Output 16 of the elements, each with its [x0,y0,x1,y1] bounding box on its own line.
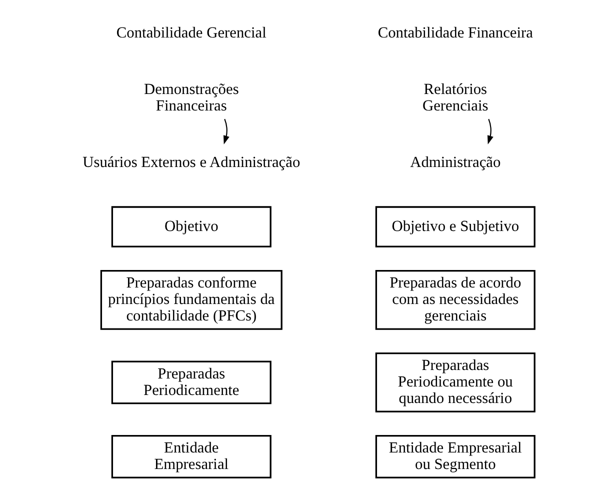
label: Contabilidade Financeira [378,24,533,41]
node-box: Preparadas conforme princípios fundamentais da contabilidade (PFCs) [100,269,282,330]
node-box: Objetivo e Subjetivo [375,206,536,247]
node-box: Entidade Empresarial [111,434,272,478]
node-text: Relatórios Gerenciais [422,80,488,114]
node-box: Preparadas Periodicamente [111,360,272,404]
arrow [223,118,230,144]
node-box: Entidade Empresarial ou Segmento [375,434,536,478]
arrow [487,118,494,144]
node-text: Demonstrações Financeiras [144,80,239,114]
node-text: Usuários Externos e Administração [82,154,300,171]
node-box: Preparadas Periodicamente ou quando necessário [375,352,536,412]
label: Contabilidade Gerencial [116,24,266,41]
node-box: Preparadas de acordo com as necessidades gerenciais [375,269,536,330]
node-box: Objetivo [111,206,272,247]
node-text: Administração [410,154,501,171]
